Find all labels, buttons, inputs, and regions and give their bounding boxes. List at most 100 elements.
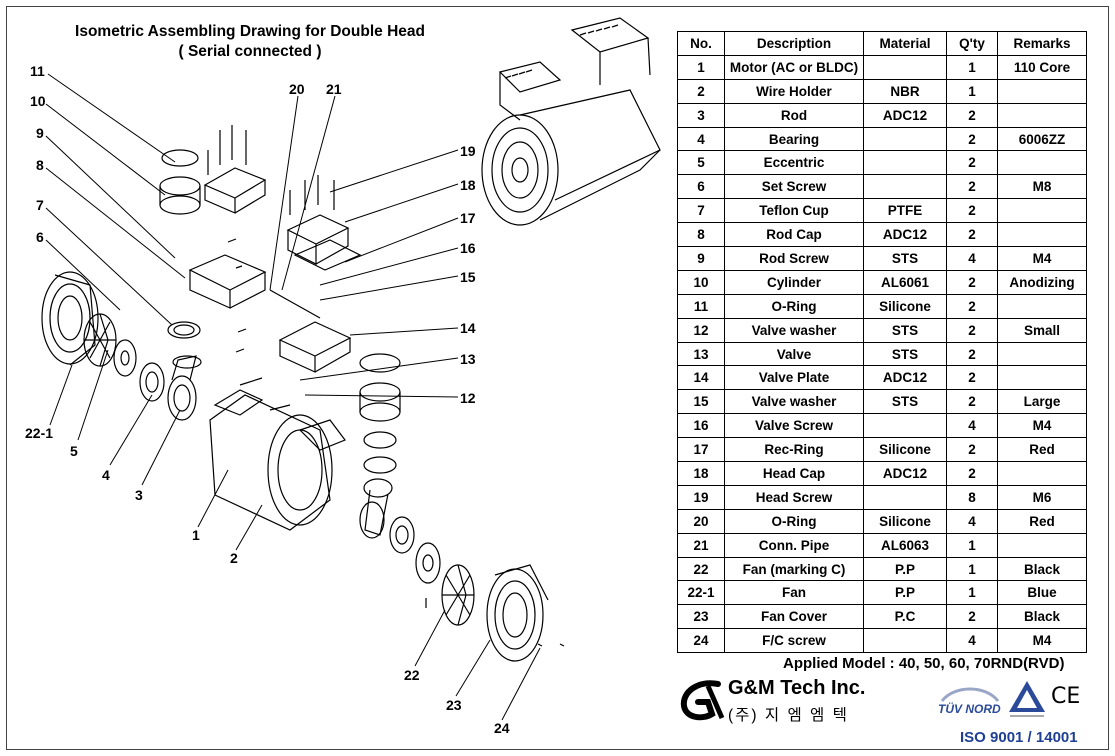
callout-2: 2 [230, 550, 238, 566]
leader-lines [45, 73, 541, 721]
left-head-parts [159, 125, 267, 353]
right-head-parts [269, 175, 401, 539]
header-remarks: Remarks [997, 31, 1087, 56]
cell-no: 1 [677, 54, 725, 80]
cell-qty: 2 [946, 126, 998, 152]
callout-21: 21 [326, 81, 342, 97]
cell-remarks [997, 198, 1087, 224]
cell-no: 15 [677, 389, 725, 415]
callout-17: 17 [460, 210, 476, 226]
cell-no: 22-1 [677, 580, 725, 606]
callout-11: 11 [30, 63, 45, 79]
cell-material: STS [863, 246, 947, 271]
cell-qty: 4 [946, 413, 998, 439]
header-no: No. [677, 31, 725, 56]
cell-description: Rod Screw [724, 246, 864, 271]
callout-18: 18 [460, 177, 476, 193]
cell-remarks [997, 365, 1087, 391]
cell-no: 5 [677, 150, 725, 176]
cell-qty: 1 [946, 78, 998, 104]
cell-remarks: M8 [997, 174, 1087, 200]
cell-no: 13 [677, 341, 725, 367]
cell-no: 12 [677, 317, 725, 343]
cell-material: STS [863, 389, 947, 415]
callout-7: 7 [36, 197, 44, 213]
fan-cover-left [41, 271, 99, 366]
callout-3: 3 [135, 487, 143, 503]
callout-4: 4 [102, 467, 110, 483]
cell-description: Fan [724, 580, 864, 606]
cell-remarks [997, 461, 1087, 486]
cell-remarks: 110 Core [997, 54, 1087, 80]
eccentric-left [113, 339, 137, 377]
cell-material [863, 413, 947, 439]
callout-24: 24 [494, 720, 510, 736]
header-qty: Q'ty [946, 31, 998, 56]
cell-material: ADC12 [863, 102, 947, 128]
cell-material: PTFE [863, 198, 947, 224]
fan-left [83, 313, 117, 367]
tuv-nord-logo-icon: TÜV NORD [938, 687, 1001, 716]
callout-19: 19 [460, 143, 476, 159]
callout-5: 5 [70, 443, 78, 459]
cell-qty: 2 [946, 150, 998, 176]
callout-23: 23 [446, 697, 462, 713]
cell-no: 20 [677, 508, 725, 534]
cell-remarks: Blue [997, 580, 1087, 606]
callout-14: 14 [460, 320, 476, 336]
cell-no: 11 [677, 293, 725, 319]
callout-22-1: 22-1 [25, 425, 53, 441]
cell-description: Eccentric [724, 150, 864, 176]
callout-12: 12 [460, 390, 476, 406]
cell-qty: 4 [946, 628, 998, 654]
cell-remarks: Black [997, 556, 1087, 582]
cell-material [863, 628, 947, 654]
cell-remarks: Large [997, 389, 1087, 415]
cell-material: P.P [863, 556, 947, 582]
cell-material: Silicone [863, 437, 947, 463]
cell-qty: 2 [946, 604, 998, 630]
table-header-row: No. Description Material Q'ty Remarks [677, 31, 1087, 56]
cell-material: STS [863, 317, 947, 343]
cell-description: Valve washer [724, 317, 864, 343]
company-name: G&M Tech Inc. [728, 677, 866, 699]
cell-no: 17 [677, 437, 725, 463]
gm-tech-logo-icon [680, 680, 725, 721]
cell-no: 6 [677, 174, 725, 200]
cell-description: Bearing [724, 126, 864, 152]
cell-description: Rod Cap [724, 222, 864, 248]
cell-description: Head Cap [724, 461, 864, 486]
cell-no: 2 [677, 78, 725, 104]
cell-material: ADC12 [863, 222, 947, 248]
cell-remarks: M6 [997, 484, 1087, 510]
cell-description: Conn. Pipe [724, 532, 864, 558]
cell-remarks: Red [997, 508, 1087, 534]
drawing-title: Isometric Assembling Drawing for Double … [30, 22, 470, 62]
cell-qty: 2 [946, 461, 998, 486]
cell-material: ADC12 [863, 461, 947, 486]
cell-material: STS [863, 341, 947, 367]
cell-material [863, 54, 947, 80]
cell-remarks: 6006ZZ [997, 126, 1087, 152]
header-description: Description [724, 31, 864, 56]
callout-13: 13 [460, 351, 476, 367]
cell-material [863, 126, 947, 152]
callout-22: 22 [404, 667, 420, 683]
cell-material: NBR [863, 78, 947, 104]
cell-description: Valve [724, 341, 864, 367]
